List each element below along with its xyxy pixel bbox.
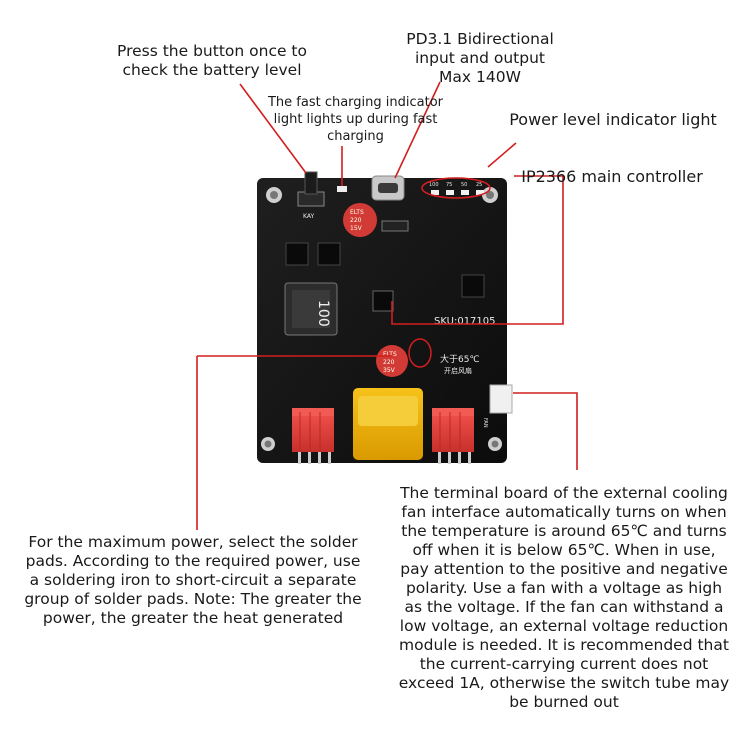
solder-pad-selection [408, 338, 432, 368]
controller-callout: IP2366 main controller [521, 167, 703, 186]
fan-connector [489, 384, 513, 414]
diode [381, 220, 409, 232]
leader-lines [196, 81, 578, 530]
fan-on-note: 开启风扇 [444, 366, 472, 375]
pd-io-callout: PD3.1 Bidirectional input and output Max… [406, 30, 554, 86]
capacitor-top [343, 203, 377, 237]
mosfet [285, 242, 309, 266]
mosfet [317, 242, 341, 266]
level-mark: 100 [429, 182, 439, 188]
fan-temp-note: 大于65℃ [440, 353, 480, 365]
svg-text:220: 220 [350, 217, 362, 224]
ip2366-chip [372, 290, 394, 312]
sku-label: SKU:017105 [434, 316, 496, 327]
mosfet [461, 274, 485, 298]
battery-button-callout: Press the button once to check the batte… [117, 42, 307, 79]
power-level-callout: Power level indicator light [509, 110, 717, 129]
key-label: KAY [303, 213, 314, 220]
level-mark: 50 [461, 182, 467, 188]
fast-charge-led [337, 186, 347, 192]
fan-label: FAN [482, 418, 488, 428]
svg-text:220: 220 [383, 359, 395, 366]
capacitor-bottom [376, 345, 408, 377]
push-button-cap [304, 171, 318, 195]
terminal-block-right [432, 408, 474, 464]
fast-charge-callout: The fast charging indicator light lights… [267, 95, 444, 144]
svg-text:ELTS: ELTS [383, 351, 397, 358]
level-mark: 75 [446, 182, 452, 188]
solder-pads-callout: For the maximum power, select the solder… [24, 533, 362, 627]
svg-text:35V: 35V [383, 367, 396, 374]
svg-text:15V: 15V [350, 225, 363, 232]
inductor-mark: 100 [315, 300, 331, 327]
fan-callout: The terminal board of the external cooli… [398, 484, 730, 711]
level-led-row [431, 190, 484, 195]
svg-text:ELTS: ELTS [350, 209, 364, 216]
terminal-block-left [292, 408, 334, 464]
level-mark: 25 [476, 182, 482, 188]
